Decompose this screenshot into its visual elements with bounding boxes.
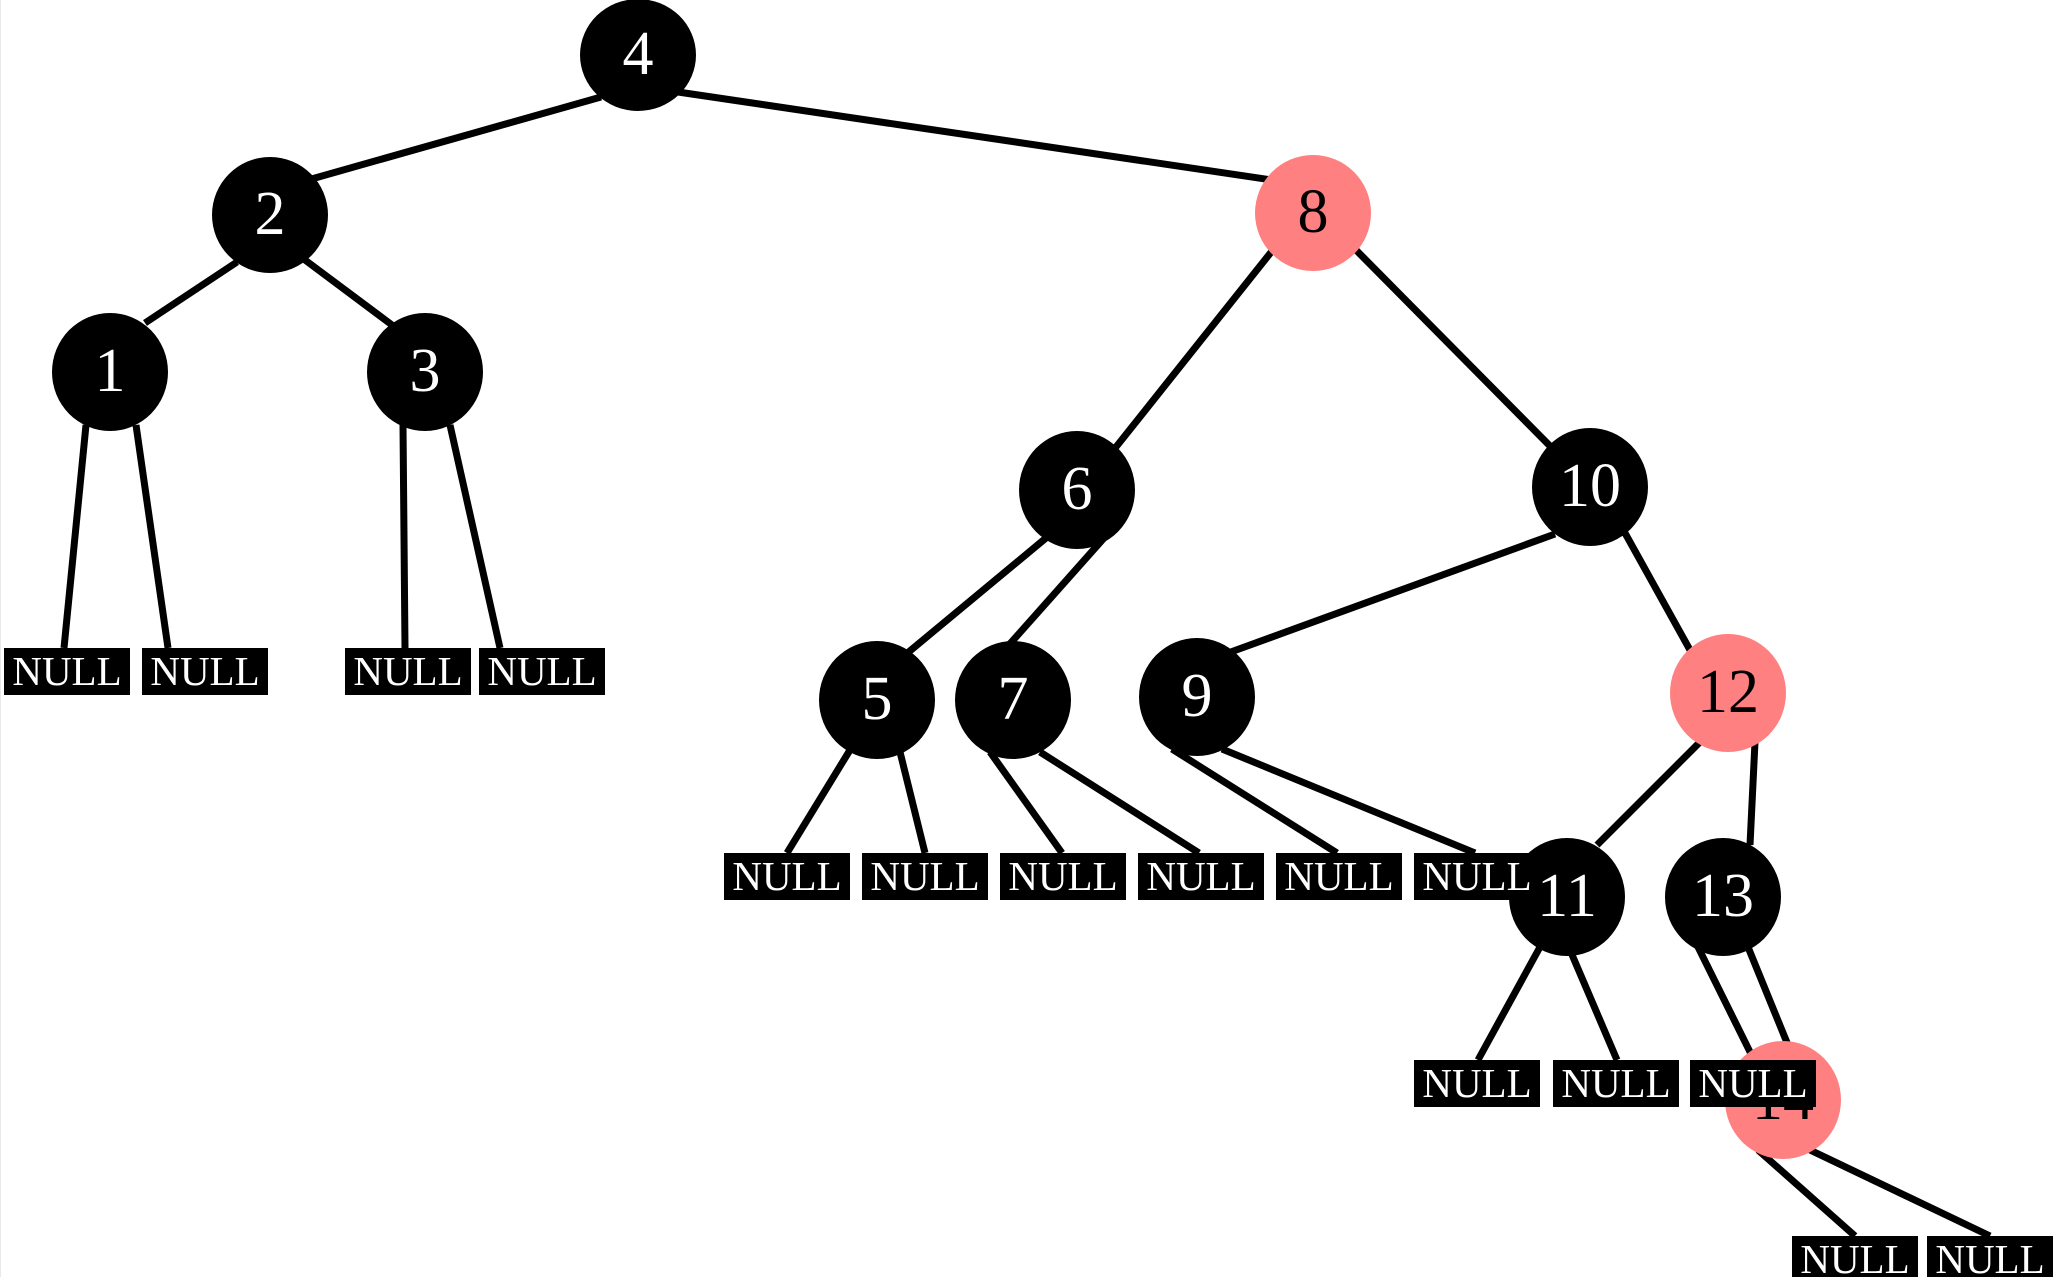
tree-edge	[784, 748, 853, 855]
null-leaf-null-9L: NULL	[1276, 853, 1402, 900]
null-leaf-null-3R: NULL	[479, 648, 605, 695]
tree-edge	[1621, 531, 1694, 652]
tree-node-13[interactable]: 13	[1665, 838, 1781, 956]
tree-edge	[677, 88, 1273, 184]
tree-edge	[1170, 746, 1339, 856]
tree-node-label: 13	[1692, 862, 1754, 930]
null-leaf-null-7L: NULL	[1000, 853, 1126, 900]
tree-edge	[307, 93, 602, 184]
tree-edge	[896, 751, 929, 854]
tree-node-2[interactable]: 2	[212, 157, 328, 273]
tree-edge	[1744, 945, 1794, 1052]
tree-node-8[interactable]: 8	[1255, 155, 1371, 271]
null-leaf-null-14L: NULL	[1792, 1236, 1918, 1277]
null-leaf-label: NULL	[12, 648, 122, 694]
tree-edge	[302, 257, 395, 328]
tree-edge	[1038, 749, 1201, 856]
tree-edge	[143, 259, 239, 326]
null-leaf-label: NULL	[1422, 853, 1532, 899]
null-leaf-label: NULL	[1800, 1236, 1910, 1277]
null-leaf-null-1L: NULL	[4, 648, 130, 695]
tree-edge	[1474, 945, 1544, 1062]
tree-node-6[interactable]: 6	[1019, 431, 1135, 549]
tree-edge	[60, 424, 90, 649]
null-leaf-label: NULL	[1561, 1060, 1671, 1106]
null-leaf-label: NULL	[150, 648, 260, 694]
tree-edge	[399, 424, 409, 649]
tree-edge	[1353, 247, 1554, 450]
tree-node-label: 8	[1297, 178, 1329, 246]
tree-node-label: 7	[997, 665, 1029, 733]
tree-edge	[446, 424, 504, 649]
tree-node-9[interactable]: 9	[1139, 638, 1255, 756]
null-leaf-label: NULL	[870, 853, 980, 899]
null-leaf-label: NULL	[1008, 853, 1118, 899]
tree-edge	[987, 749, 1065, 856]
null-leaf-null-7R: NULL	[1138, 853, 1264, 900]
null-leaf-label: NULL	[732, 853, 842, 899]
tree-edge	[1113, 248, 1275, 450]
tree-node-label: 11	[1537, 862, 1597, 930]
null-leaf-null-5L: NULL	[724, 853, 850, 900]
null-leaf-null-14R: NULL	[1927, 1236, 2053, 1277]
tree-node-1[interactable]: 1	[52, 313, 168, 431]
tree-edge	[1808, 1146, 1992, 1240]
tree-node-label: 1	[94, 337, 126, 405]
tree-node-3[interactable]: 3	[367, 313, 483, 431]
null-leaf-null-3L: NULL	[345, 648, 471, 695]
null-leaf-null-5R: NULL	[862, 853, 988, 900]
null-leaf-null-11L: NULL	[1414, 1060, 1540, 1107]
null-leaf-label: NULL	[1422, 1060, 1532, 1106]
tree-node-label: 2	[254, 180, 286, 248]
null-leaf-null-9R: NULL	[1414, 853, 1540, 900]
tree-edge	[1755, 1147, 1858, 1239]
tree-node-label: 3	[409, 337, 441, 405]
null-leaf-label: NULL	[487, 648, 597, 694]
tree-edge	[132, 424, 172, 649]
tree-node-label: 5	[861, 665, 893, 733]
tree-node-4[interactable]: 4	[580, 0, 696, 111]
tree-node-label: 6	[1061, 455, 1093, 523]
null-leaf-label: NULL	[1698, 1060, 1808, 1106]
null-leaf-label: NULL	[353, 648, 463, 694]
tree-node-5[interactable]: 5	[819, 641, 935, 759]
tree-node-label: 10	[1559, 452, 1621, 520]
tree-node-label: 9	[1181, 662, 1213, 730]
tree-edge	[1694, 945, 1758, 1062]
tree-node-7[interactable]: 7	[955, 641, 1071, 759]
tree-edge	[1566, 948, 1621, 1062]
tree-node-label: 4	[622, 20, 654, 88]
null-leaf-label: NULL	[1935, 1236, 2045, 1277]
left-frame-border	[0, 0, 1, 1277]
tree-edge	[1220, 745, 1477, 857]
tree-edge	[902, 535, 1049, 658]
tree-edge	[1594, 739, 1703, 848]
tree-edge	[1746, 741, 1759, 846]
tree-edge	[997, 535, 1107, 658]
tree-edge	[1226, 530, 1557, 657]
tree-node-10[interactable]: 10	[1532, 428, 1648, 546]
tree-node-12[interactable]: 12	[1670, 634, 1786, 752]
tree-node-label: 12	[1697, 658, 1759, 726]
null-leaf-label: NULL	[1146, 853, 1256, 899]
null-leaf-null-11R: NULL	[1553, 1060, 1679, 1107]
null-leaf-null-13L: NULL	[1690, 1060, 1816, 1107]
null-leaf-null-1R: NULL	[142, 648, 268, 695]
null-leaf-label: NULL	[1284, 853, 1394, 899]
